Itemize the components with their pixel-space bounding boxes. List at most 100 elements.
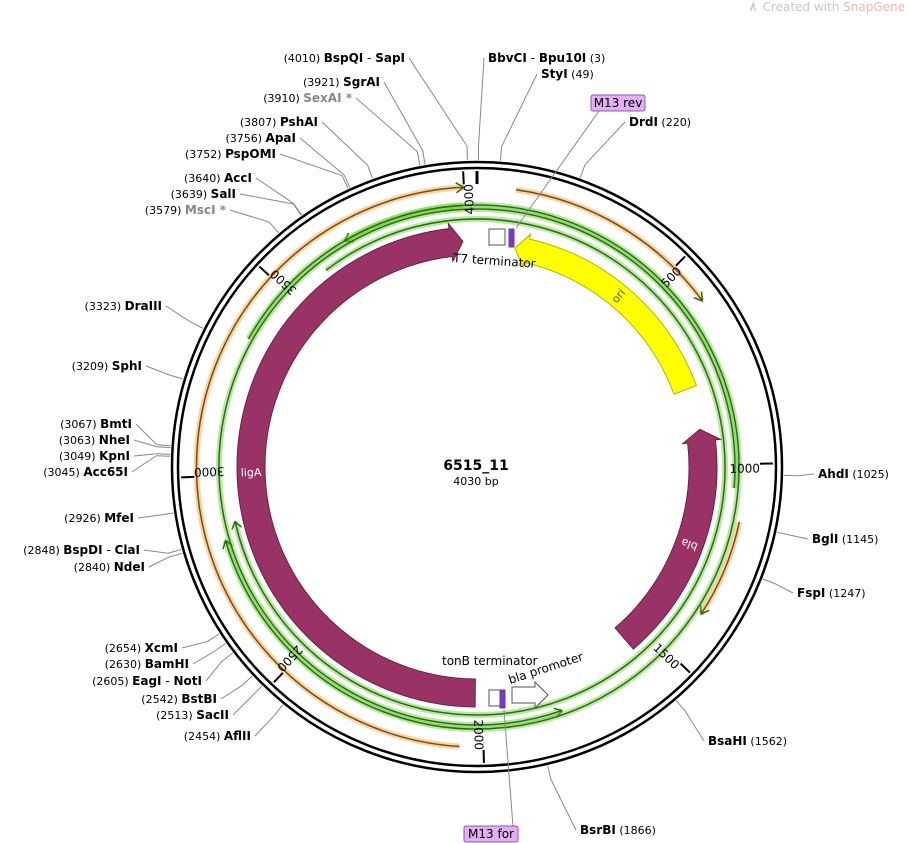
site-sali[interactable]: (3639) SalI [171, 187, 302, 216]
site-bmti[interactable]: (3067) BmtI [60, 417, 171, 447]
site-leader [584, 121, 626, 166]
site-leader [797, 473, 815, 477]
site-label: (2454) AflII [184, 729, 251, 743]
site-label: (3063) NheI [59, 433, 130, 447]
site-leader [145, 365, 170, 376]
tick-label: 2000 [471, 719, 486, 750]
site-tick [675, 700, 686, 712]
site-styi[interactable]: StyI (49) [499, 67, 594, 161]
site-bspdi[interactable]: (2848) BspDI - ClaI [23, 543, 182, 557]
site-drdi[interactable]: DrdI (220) [579, 115, 691, 179]
site-pshai[interactable]: (3807) PshAI [240, 115, 373, 179]
site-tick [422, 150, 426, 165]
site-xcmi[interactable]: (2654) XcmI [105, 633, 220, 655]
site-sexai[interactable]: (3910) SexAI * [263, 91, 421, 166]
site-bsahi[interactable]: BsaHI (1562) [675, 700, 787, 748]
site-bamhi[interactable]: (2630) BamHI [105, 642, 226, 671]
primer-m13-rev-box[interactable] [590, 94, 646, 112]
site-tick [221, 652, 234, 662]
site-tick [190, 321, 204, 329]
M13-rev-marker [508, 228, 515, 248]
site-tick [273, 704, 284, 717]
site-label: (2630) BamHI [105, 657, 189, 671]
site-acc65i[interactable]: (3045) Acc65I [43, 455, 171, 479]
site-leader [321, 121, 368, 166]
site-leader [143, 549, 168, 554]
orf-arc [218, 208, 736, 726]
site-leader [229, 209, 270, 223]
site-apai[interactable]: (3756) ApaI [225, 131, 351, 188]
watermark-prefix: Created with [762, 0, 844, 14]
site-label: BsaHI (1562) [708, 734, 787, 748]
site-bsrbi[interactable]: BsrBI (1866) [547, 765, 656, 837]
restriction-sites: (4010) BspQI - SapI (3921) SgrAI (3910) Se… [23, 51, 889, 837]
site-leader [299, 137, 345, 176]
site-label: (2654) XcmI [105, 641, 178, 655]
site-tick [167, 549, 182, 554]
site-label: (3756) ApaI [225, 131, 296, 145]
orf-arrowhead [222, 539, 233, 550]
site-leader [192, 650, 215, 665]
tick-label: 3000 [194, 464, 225, 479]
site-label: (3045) Acc65I [43, 465, 128, 479]
site-msci[interactable]: (3579) MscI * [145, 203, 279, 234]
site-bspqi[interactable]: (4010) BspQI - SapI [284, 51, 468, 161]
site-label: (4010) BspQI - SapI [284, 51, 405, 65]
site-ndei[interactable]: (2840) NdeI [74, 552, 183, 574]
site-nhei[interactable]: (3063) NheI [59, 433, 171, 449]
site-label: (2926) MfeI [64, 511, 134, 525]
site-acci[interactable]: (3640) AccI [184, 171, 303, 216]
site-leader [133, 439, 157, 448]
site-label: (2605) EagI - NotI [92, 674, 202, 688]
site-label: AhdI (1025) [818, 467, 889, 481]
site-tick [269, 221, 279, 234]
site-tick [341, 175, 349, 189]
site-leader [408, 57, 468, 147]
tick-label: 4000 [462, 184, 477, 215]
site-ahdi[interactable]: AhdI (1025) [783, 467, 889, 481]
site-sphi[interactable]: (3209) SphI [72, 359, 184, 380]
site-sacii[interactable]: (2513) SacII [156, 685, 263, 722]
site-label: (3639) SalI [171, 187, 236, 201]
site-bgli[interactable]: BglI (1145) [776, 531, 878, 546]
site-sgrai[interactable]: (3921) SgrAI [303, 75, 426, 165]
T7-terminator-label: T7 terminator [452, 251, 536, 271]
orf-arrowhead [700, 605, 710, 616]
site-pspomi[interactable]: (3752) PspOMI [185, 147, 349, 189]
site-aflii[interactable]: (2454) AflII [184, 704, 284, 743]
site-label: BbvCI - Bpu10I (3) [488, 51, 605, 65]
site-leader [478, 57, 485, 147]
plasmid-name: 6515_11 [443, 458, 508, 474]
site-label: (3323) DraIII [85, 299, 162, 313]
M13-for-marker [499, 689, 506, 709]
backbone-inner-circle [176, 166, 778, 768]
site-label: DrdI (220) [629, 115, 691, 129]
primer-m13-for-box[interactable] [463, 825, 519, 843]
site-eagi[interactable]: (2605) EagI - NotI [92, 652, 234, 688]
site-mfei[interactable]: (2926) MfeI [64, 511, 174, 525]
site-fspi[interactable]: FspI (1247) [762, 578, 866, 600]
site-label: (3209) SphI [72, 359, 142, 373]
site-tick [156, 446, 171, 449]
plasmid-center-label: 6515_11 4030 bp [443, 458, 508, 488]
site-leader [684, 710, 705, 742]
primer-m13-for-label: M13 for [468, 827, 514, 841]
site-label: (3640) AccI [184, 171, 252, 185]
site-draiii[interactable]: (3323) DraIII [85, 299, 204, 329]
plasmid-length: 4030 bp [453, 475, 498, 488]
site-bstbi[interactable]: (2542) BstBI [141, 675, 253, 706]
site-leader [254, 715, 275, 737]
site-bbvci[interactable]: BbvCI - Bpu10I (3) [477, 51, 605, 161]
site-leader [165, 305, 191, 323]
site-label: (2840) NdeI [74, 560, 145, 574]
site-label: (3049) KpnI [59, 449, 130, 463]
site-tick [762, 578, 777, 585]
site-label: (3921) SgrAI [303, 75, 380, 89]
snapgene-logo-icon [749, 1, 757, 11]
site-leader [133, 453, 157, 457]
backbone-outer-circle [170, 160, 784, 774]
site-tick [499, 146, 502, 161]
site-kpni[interactable]: (3049) KpnI [59, 449, 171, 463]
